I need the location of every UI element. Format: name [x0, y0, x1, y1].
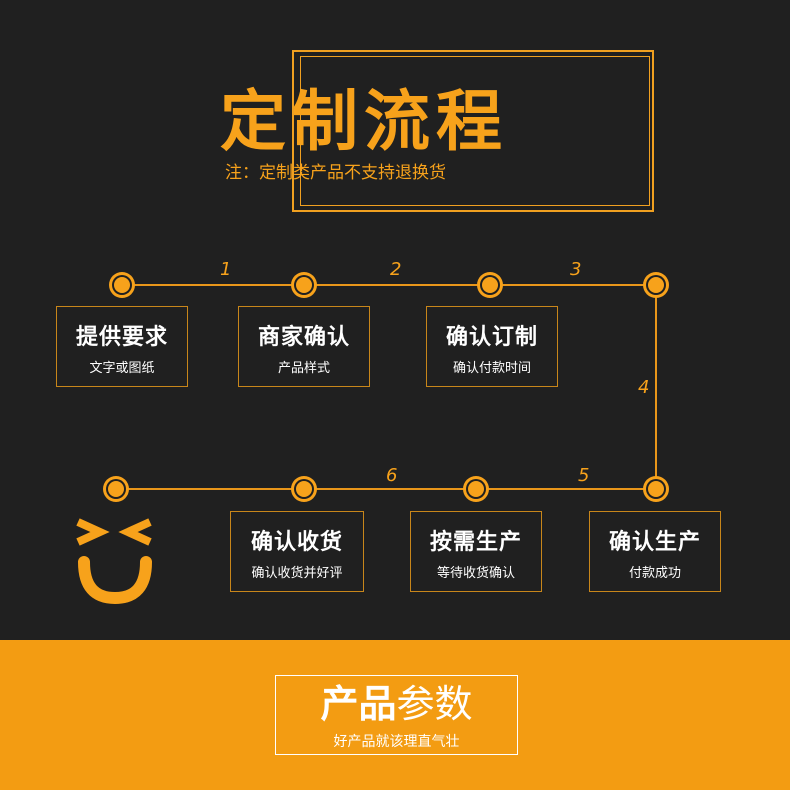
title-frame-inner — [300, 56, 650, 206]
params-title-bold: 产品 — [320, 682, 397, 726]
step-title: 确认收货 — [250, 530, 343, 555]
step-title: 按需生产 — [429, 530, 522, 555]
step-subtitle: 产品样式 — [277, 361, 330, 376]
params-title-light: 参数 — [396, 682, 473, 726]
step-title: 确认订制 — [445, 325, 538, 350]
step-number-1: 1 — [220, 259, 232, 280]
step-title: 商家确认 — [257, 325, 350, 350]
step-title: 确认生产 — [608, 530, 701, 555]
step-number-4: 4 — [638, 377, 650, 398]
step-confirm-production: 确认生产 付款成功 — [589, 511, 721, 592]
params-subtitle: 好产品就该理直气壮 — [333, 734, 460, 750]
step-provide-requirements: 提供要求 文字或图纸 — [56, 306, 188, 387]
params-banner — [0, 640, 790, 790]
title-frame-outer — [292, 50, 654, 212]
step-number-3: 3 — [570, 259, 582, 280]
step-confirm-receipt: 确认收货 确认收货并好评 — [230, 511, 364, 592]
flow-node — [103, 272, 669, 502]
step-subtitle: 确认收货并好评 — [251, 566, 343, 581]
step-number-6: 6 — [386, 465, 398, 486]
step-subtitle: 付款成功 — [628, 566, 681, 581]
title-note: 注：定制类产品不支持退换货 — [225, 163, 446, 183]
flow-connector — [76, 272, 669, 605]
step-subtitle: 文字或图纸 — [89, 361, 155, 376]
page-title: 定制流程 — [220, 83, 508, 160]
params-title: 产品参数 — [276, 680, 517, 728]
step-produce-on-demand: 按需生产 等待收货确认 — [410, 511, 542, 592]
step-merchant-confirm: 商家确认 产品样式 — [238, 306, 370, 387]
smiley-icon — [76, 518, 152, 605]
step-subtitle: 等待收货确认 — [436, 566, 515, 581]
step-title: 提供要求 — [75, 325, 168, 350]
step-subtitle: 确认付款时间 — [452, 361, 531, 376]
step-number-2: 2 — [390, 259, 402, 280]
step-confirm-order: 确认订制 确认付款时间 — [426, 306, 558, 387]
step-number-5: 5 — [578, 465, 590, 486]
params-title-box: 产品参数 好产品就该理直气壮 — [275, 675, 518, 755]
